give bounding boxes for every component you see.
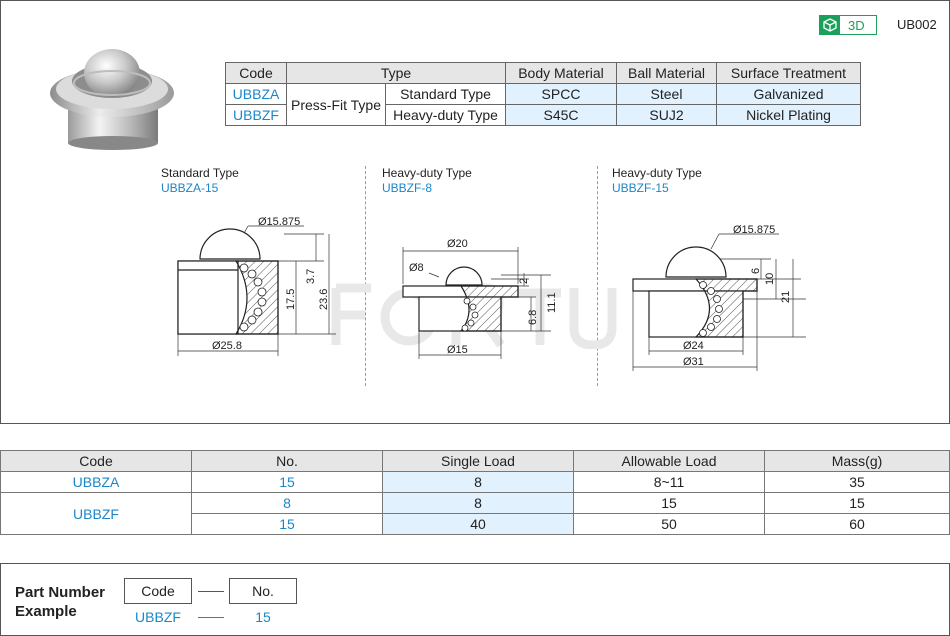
- no-cell[interactable]: 15: [191, 513, 383, 535]
- dim-body-diameter: Ø24: [683, 340, 704, 352]
- header-body-material: Body Material: [505, 62, 617, 84]
- part-outline: [177, 228, 279, 335]
- table-row: UBBZF Heavy-duty Type S45C SUJ2 Nickel P…: [225, 104, 861, 126]
- dim-ball-diameter: Ø15.875: [733, 224, 775, 236]
- drawing-heavy-duty-15: Ø15.875 6 10 21 Ø24 Ø31: [632, 224, 806, 371]
- header-mass: Mass(g): [764, 450, 950, 472]
- body-cell: SPCC: [505, 83, 617, 105]
- header-single-load: Single Load: [382, 450, 574, 472]
- allowable-load-cell: 50: [573, 513, 765, 535]
- dim-upper-height: 10: [764, 273, 776, 285]
- header-surface-treatment: Surface Treatment: [716, 62, 861, 84]
- allowable-load-cell: 15: [573, 492, 765, 514]
- 3d-model-button[interactable]: 3D: [819, 15, 877, 35]
- header-code: Code: [0, 450, 192, 472]
- header-allowable-load: Allowable Load: [573, 450, 765, 472]
- allowable-load-cell: 8~11: [573, 471, 765, 493]
- no-cell[interactable]: 8: [191, 492, 383, 514]
- example-title-line: Example: [15, 603, 77, 620]
- dim-ball-diameter: Ø8: [409, 262, 424, 274]
- no-box: No.: [229, 578, 297, 604]
- mass-cell: 35: [764, 471, 950, 493]
- table-row: 15 40 50 60: [1, 513, 950, 535]
- ball-transfer-unit-photo: [50, 49, 174, 150]
- dim-ball-height: 6: [750, 268, 762, 274]
- drawing-standard-type: Ø15.875 3.7 23.6 17.5 Ø25.8: [177, 216, 336, 356]
- dim-body-diameter: Ø15: [447, 344, 468, 356]
- header-ball-material: Ball Material: [616, 62, 717, 84]
- drawing-heavy-duty-8: Ø20 Ø8 2 11.1 6.8 Ø15: [402, 238, 558, 359]
- surface-cell: Galvanized: [716, 83, 861, 105]
- drawing-title: Heavy-duty Type: [382, 166, 472, 180]
- mass-cell: 60: [764, 513, 950, 535]
- load-spec-table: Code No. Single Load Allowable Load Mass…: [0, 450, 950, 535]
- type-cell: Heavy-duty Type: [385, 104, 506, 126]
- header-code: Code: [225, 62, 287, 84]
- drawing-divider: [365, 166, 366, 386]
- product-code: UB002: [897, 17, 937, 32]
- cube-icon: [820, 16, 840, 34]
- connector-line: [198, 617, 224, 618]
- no-cell[interactable]: 15: [191, 471, 383, 493]
- table-row: UBBZA Press-Fit Type Standard Type SPCC …: [225, 83, 861, 126]
- dim-total-height: 11.1: [546, 292, 558, 313]
- code-cell[interactable]: UBBZF: [0, 492, 192, 535]
- header-type: Type: [286, 62, 506, 84]
- dim-body-height: 6.8: [527, 310, 539, 325]
- load-spec-panel: Code No. Single Load Allowable Load Mass…: [0, 450, 950, 537]
- surface-cell: Nickel Plating: [716, 104, 861, 126]
- code-box: Code: [124, 578, 192, 604]
- drawing-code[interactable]: UBBZA-15: [161, 181, 219, 195]
- ball-cell: Steel: [616, 83, 717, 105]
- code-cell[interactable]: UBBZF: [225, 104, 287, 126]
- dim-ball-height: 3.7: [305, 269, 317, 284]
- drawing-code[interactable]: UBBZF-15: [612, 181, 669, 195]
- dim-total-height: 21: [780, 291, 792, 303]
- single-load-cell: 8: [382, 492, 574, 514]
- example-title: Part Number Example: [15, 583, 105, 621]
- code-cell[interactable]: UBBZA: [0, 471, 192, 493]
- example-title-line: Part Number: [15, 584, 106, 601]
- table-row: UBBZA 15 8 8~11 35: [0, 471, 950, 493]
- type-cell: Standard Type: [385, 83, 506, 105]
- table-row: UBBZF 8 8 15 15: [0, 492, 950, 535]
- example-no-value[interactable]: 15: [255, 609, 271, 625]
- header-no: No.: [191, 450, 383, 472]
- mass-cell: 15: [764, 492, 950, 514]
- drawing-title: Standard Type: [161, 166, 239, 180]
- part-number-example-panel: Part Number Example Code No. UBBZF 15: [0, 563, 950, 636]
- drawing-code[interactable]: UBBZF-8: [382, 181, 433, 195]
- dim-flange-diameter: Ø31: [683, 356, 704, 368]
- body-cell: S45C: [505, 104, 617, 126]
- single-load-cell: 8: [382, 471, 574, 493]
- example-code-value[interactable]: UBBZF: [135, 609, 181, 625]
- product-spec-table: Code Type Body Material Ball Material Su…: [225, 62, 861, 126]
- dim-body-height: 17.5: [285, 289, 297, 310]
- drawing-label-3: Heavy-duty Type UBBZF-15: [612, 166, 702, 196]
- dim-flange-height: 2: [518, 278, 530, 284]
- 3d-label: 3D: [848, 17, 865, 33]
- drawing-divider: [597, 166, 598, 386]
- dim-body-diameter: Ø25.8: [212, 340, 242, 352]
- dim-total-height: 23.6: [318, 289, 330, 310]
- drawing-label-1: Standard Type UBBZA-15: [161, 166, 239, 196]
- mount-type-cell: Press-Fit Type: [286, 83, 386, 126]
- drawing-label-2: Heavy-duty Type UBBZF-8: [382, 166, 472, 196]
- ball-cell: SUJ2: [616, 104, 717, 126]
- connector-line: [198, 591, 224, 592]
- drawing-title: Heavy-duty Type: [612, 166, 702, 180]
- single-load-cell: 40: [382, 513, 574, 535]
- dim-flange-diameter: Ø20: [447, 238, 468, 250]
- code-cell[interactable]: UBBZA: [225, 83, 287, 105]
- product-overview-panel: 3D UB002 Code Type Body Material Ball Ma…: [0, 0, 950, 424]
- dim-ball-diameter: Ø15.875: [258, 216, 300, 228]
